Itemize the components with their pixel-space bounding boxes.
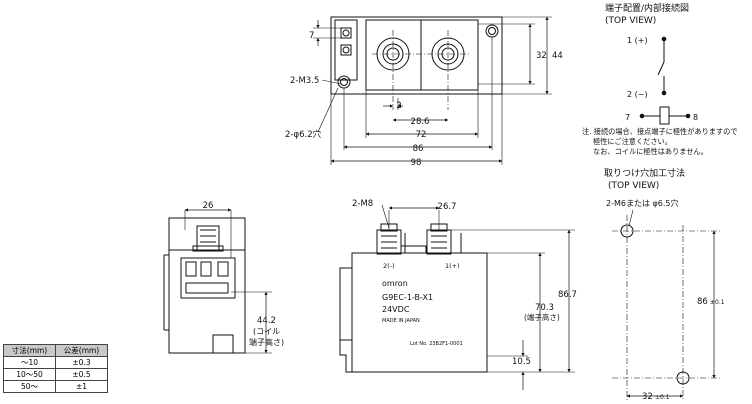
terminal-note-2: 極性にご注意ください。 [593,137,672,146]
front-view-labels: 2-M8 26.7 2(-) 1(+) omron G9EC-1-B-X1 24… [352,199,577,367]
dim-44-2-note1: (コイル [253,327,280,336]
tolerance-header-tolerance: 公差(mm) [55,344,108,357]
dim-44-2: 44.2 [257,316,276,326]
terminal-subtitle: (TOP VIEW) [605,16,656,26]
label-term1: 1(+) [445,262,460,270]
dim-26-7: 26.7 [438,202,457,212]
dim-70-3: 70.3 [535,303,554,313]
label-m35: 2-M3.5 [290,76,319,86]
dim-28-6: 28.6 [411,117,430,127]
dim-2: 2 [396,101,401,111]
terminal-title: 端子配置/内部接続図 [605,2,689,14]
side-view-labels: 26 44.2 (コイル 端子高さ) [203,201,285,347]
main-terminal-block [365,19,479,91]
tolerance-value: ±0.3 [55,356,108,369]
mount-hole-right [485,24,499,38]
terminal-note-1: 注. 接続の場合、接点端子に極性がありますので [582,127,738,136]
dim-44: 44 [552,51,563,61]
dim-10-5: 10.5 [512,357,531,367]
terminal-8-label: 8 [693,113,698,122]
tolerance-table: 寸法(mm) 公差(mm) 〜10 ±0.3 10〜50 ±0.5 50〜 ±1 [3,344,108,393]
dim-72: 72 [416,130,427,140]
terminal-2-label: 2 (−) [627,90,648,99]
dim-86: 86 [413,144,424,154]
mounting-subtitle: (TOP VIEW) [608,181,659,191]
dim-86-mount: 86 [697,297,708,307]
side-view [163,208,272,354]
tolerance-header-dimension: 寸法(mm) [3,344,56,357]
table-row: 50〜 ±1 [3,380,108,393]
dim-32-tol: ±0.1 [655,394,670,401]
dim-26: 26 [203,201,214,211]
side-terminal [196,225,220,251]
brand-logo: omron [382,279,408,288]
label-m8: 2-M8 [352,199,373,209]
dim-32: 32 [536,51,547,61]
dim-86-7: 86.7 [558,290,577,300]
tolerance-range: 10〜50 [3,368,56,381]
model-number: G9EC-1-B-X1 [382,293,433,302]
terminal-1-label: 1 (+) [627,36,648,45]
terminal-diagram-labels: 端子配置/内部接続図 (TOP VIEW) 1 (+) 2 (−) 7 8 [605,2,698,122]
front-view-flange [339,267,353,341]
dim-98: 98 [411,158,422,168]
table-row: 10〜50 ±0.5 [3,368,108,381]
front-view [339,204,575,390]
top-view-housing [330,16,503,95]
label-phi62: 2-φ6.2穴 [285,129,322,140]
mounting-title: 取りつけ穴加工寸法 [604,167,685,179]
table-row: 〜10 ±0.3 [3,356,108,369]
top-view-labels: 32 44 2-M3.5 2 28.6 72 86 98 2-φ6.2穴 7 [285,31,563,168]
tolerance-range: 50〜 [3,380,56,393]
dim-86-tol: ±0.1 [710,299,725,306]
dim-7: 7 [309,31,314,41]
tolerance-header-row: 寸法(mm) 公差(mm) [3,344,108,357]
top-view [313,16,552,165]
tolerance-value: ±0.5 [55,368,108,381]
made-in-label: MADE IN JAPAN [382,318,420,324]
terminal-7-label: 7 [625,113,630,122]
dim-32-mount: 32 [642,392,653,402]
dim-44-2-note2: 端子高さ) [249,337,284,347]
dim-70-3-note: (端子高さ) [524,312,560,322]
coil-terminal-block [334,19,358,81]
terminal-note-3: なお、コイルに極性はありません。 [593,147,708,156]
tolerance-range: 〜10 [3,356,56,369]
front-view-body [351,252,488,373]
side-view-body [168,217,246,354]
terminal-diagram [639,36,691,125]
voltage-label: 24VDC [382,305,410,314]
label-term2: 2(-) [383,262,395,270]
mounting-hole-label: 2-M6または φ6.5穴 [606,198,679,208]
tolerance-value: ±1 [55,380,108,393]
mount-hole-left [337,75,351,89]
mounting-labels: 取りつけ穴加工寸法 (TOP VIEW) 2-M6または φ6.5穴 86 ±0… [604,167,725,402]
mounting-diagram [612,209,722,400]
lot-label: Lot No. 23B2F1-0001 [410,341,463,347]
